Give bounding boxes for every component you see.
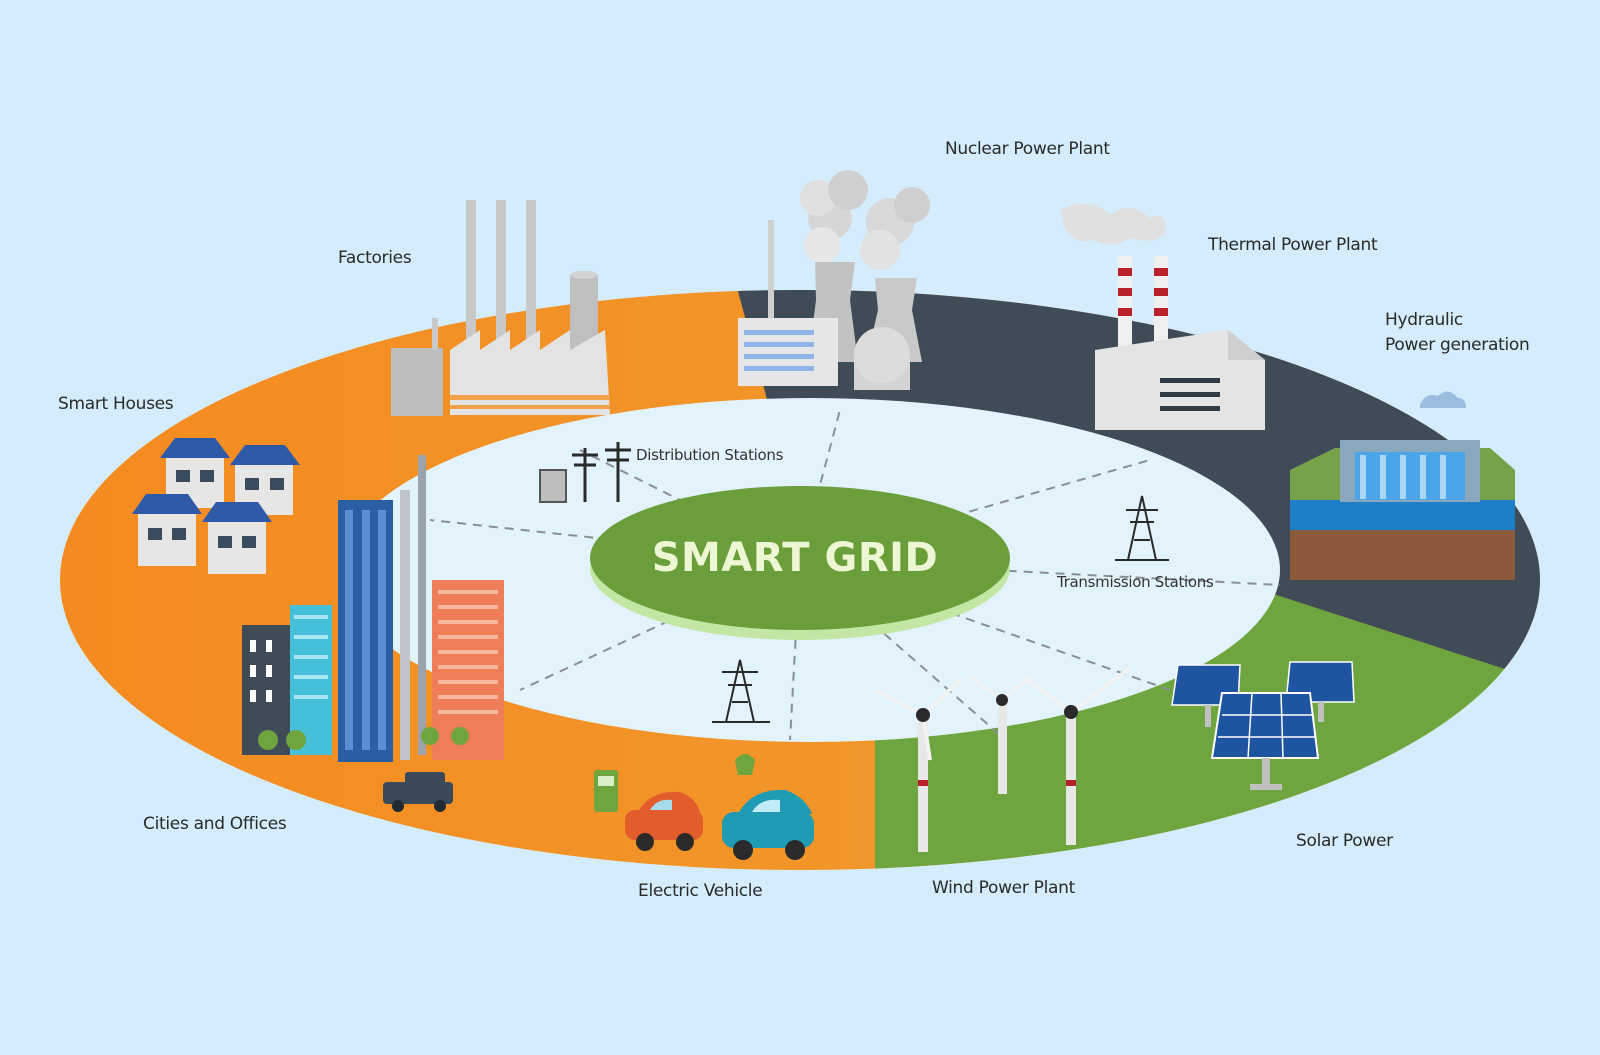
label-thermal-power-plant: Thermal Power Plant <box>1208 235 1377 255</box>
nuclear-plant-icon <box>738 170 930 390</box>
label-smart-houses: Smart Houses <box>58 394 173 414</box>
label-distribution-stations: Distribution Stations <box>636 446 783 464</box>
label-solar-power: Solar Power <box>1296 831 1393 851</box>
label-factories: Factories <box>338 248 411 268</box>
label-transmission-stations: Transmission Stations <box>1057 573 1214 591</box>
label-electric-vehicle: Electric Vehicle <box>638 881 762 901</box>
smart-grid-title: SMART GRID <box>585 518 1005 598</box>
label-hydraulic-power-generation: Hydraulic Power generation <box>1385 308 1529 358</box>
label-wind-power-plant: Wind Power Plant <box>932 878 1075 898</box>
label-nuclear-power-plant: Nuclear Power Plant <box>945 139 1110 159</box>
factories-icon <box>391 200 610 416</box>
label-cities-and-offices: Cities and Offices <box>143 814 286 834</box>
